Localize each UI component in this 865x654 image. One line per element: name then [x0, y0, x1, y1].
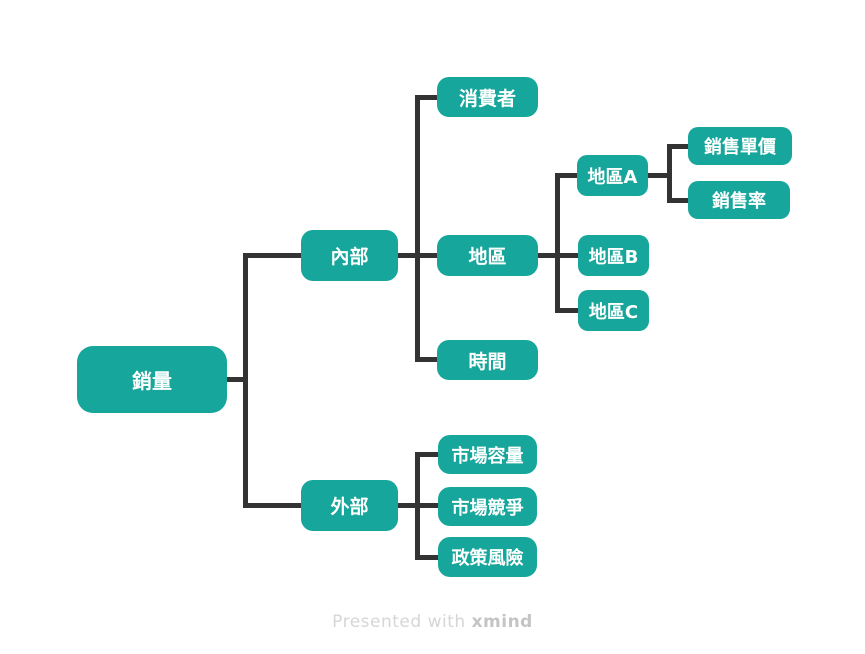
node-market-capacity[interactable]: 市場容量: [438, 435, 537, 474]
node-external[interactable]: 外部: [301, 480, 398, 531]
connector-trunk-region-a-children: [667, 144, 672, 203]
connector-to-unit-price: [667, 144, 688, 149]
connector-to-region-c: [555, 308, 578, 313]
connector-to-external: [243, 503, 301, 508]
node-region-b[interactable]: 地區B: [578, 235, 649, 276]
node-consumer[interactable]: 消費者: [437, 77, 538, 117]
connector-to-consumer: [415, 95, 437, 100]
node-market-competition[interactable]: 市場競爭: [438, 487, 537, 526]
node-sales-unit-price[interactable]: 銷售單價: [688, 127, 792, 165]
connector-root-stub: [222, 377, 248, 382]
node-internal[interactable]: 內部: [301, 230, 398, 281]
connector-trunk-root-children: [243, 253, 248, 508]
connector-trunk-internal-children: [415, 95, 420, 362]
xmind-brand-text: xmind: [471, 612, 533, 632]
footer-attribution: Presented with xmind: [0, 612, 865, 632]
connector-to-region-a: [555, 173, 577, 178]
connector-to-time: [415, 357, 437, 362]
connector-trunk-external-children: [415, 452, 420, 560]
node-region-a[interactable]: 地區A: [577, 155, 648, 196]
connector-to-internal: [243, 253, 301, 258]
node-sales-rate[interactable]: 銷售率: [688, 181, 790, 219]
node-region-c[interactable]: 地區C: [578, 290, 649, 331]
node-policy-risk[interactable]: 政策風險: [438, 537, 537, 577]
connector-region-a-stub: [648, 173, 672, 178]
connector-to-sales-rate: [667, 198, 688, 203]
connector-to-capacity: [415, 452, 438, 457]
node-region[interactable]: 地區: [437, 235, 538, 276]
node-time[interactable]: 時間: [437, 340, 538, 380]
connector-to-risk: [415, 555, 438, 560]
connector-trunk-region-children: [555, 173, 560, 313]
footer-prefix-text: Presented with: [332, 612, 472, 632]
node-sales-volume[interactable]: 銷量: [77, 346, 227, 413]
